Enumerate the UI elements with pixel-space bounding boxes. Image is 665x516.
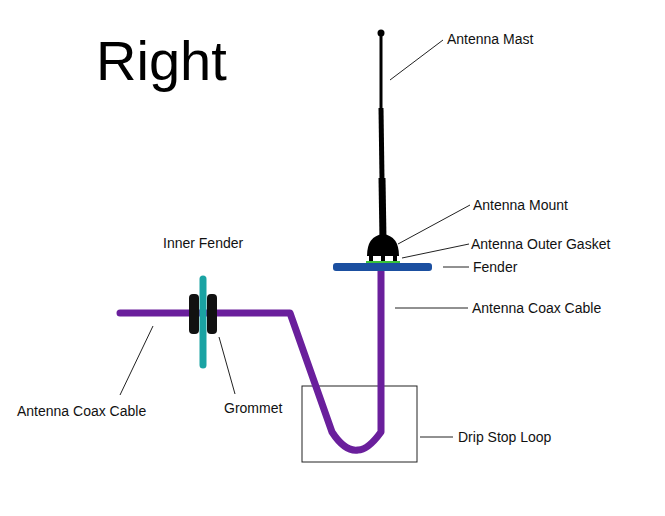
fender xyxy=(333,263,432,271)
outer-gasket xyxy=(366,261,400,263)
part-label: Antenna Coax Cable xyxy=(472,300,601,316)
part-label: Inner Fender xyxy=(163,235,243,251)
antenna-mount xyxy=(369,252,373,262)
antenna-mount xyxy=(393,252,397,262)
grommet xyxy=(189,294,199,334)
inner-fender xyxy=(200,279,207,365)
part-label: Drip Stop Loop xyxy=(458,429,551,445)
part-label: Antenna Mount xyxy=(473,197,568,213)
part-label: Antenna Coax Cable xyxy=(17,403,146,419)
coax-cable xyxy=(120,268,381,450)
part-label: Grommet xyxy=(224,400,282,416)
antenna-mast xyxy=(382,178,383,240)
antenna-mast xyxy=(381,108,382,180)
part-label: Antenna Outer Gasket xyxy=(471,236,610,252)
part-label: Antenna Mast xyxy=(447,31,533,47)
antenna-mount xyxy=(381,252,385,262)
antenna-mast xyxy=(380,34,383,110)
diagram-title: Right xyxy=(96,30,227,92)
leader-lines xyxy=(120,40,470,437)
grommet xyxy=(207,294,217,334)
part-label: Fender xyxy=(473,259,517,275)
